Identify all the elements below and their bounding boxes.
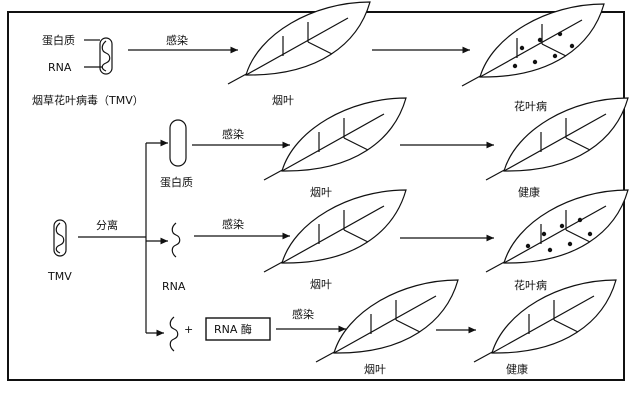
branch-rna: RNA 感染 烟叶 花叶病 [162,189,629,293]
tmv-virus-icon [99,37,113,75]
branch-rna-component: RNA [162,280,186,293]
plus-sign: + [184,323,193,336]
branch-protein-healthy-leaf-icon [485,97,629,181]
branch-rna-diseased-leaf-icon [485,189,629,273]
branch-protein-result: 健康 [518,185,540,199]
virus-label: 烟草花叶病毒（TMV） [32,93,144,107]
separate-label: 分离 [96,218,118,232]
branch-rnase-leaf-icon [315,279,459,363]
branch-rnase-result: 健康 [506,362,528,376]
top-row: 蛋白质 RNA 烟草花叶病毒（TMV） 感染 烟叶 花叶病 [32,1,605,113]
rna-helix-icon-2 [169,316,179,352]
branch-protein-infect: 感染 [222,127,244,141]
branch-rnase: + RNA 酶 感染 烟叶 健康 [169,279,617,376]
branch-rnase-leaf: 烟叶 [364,362,386,376]
tmv-label: TMV [47,270,72,283]
branch-protein-component: 蛋白质 [160,175,193,189]
branch-rna-mosaic-spots [525,217,593,253]
branch-protein: 蛋白质 感染 烟叶 健康 [160,97,629,199]
rnase-label: RNA 酶 [214,323,252,336]
result-label: 花叶病 [514,99,547,113]
diseased-leaf-icon [461,3,605,87]
tobacco-leaf-icon [227,1,371,85]
leaf-label: 烟叶 [272,93,294,107]
branch-protein-leaf: 烟叶 [310,185,332,199]
rnase-box [205,317,271,341]
infect-label: 感染 [166,33,188,47]
branch-rna-leaf-icon [263,189,407,273]
left-tmv: TMV 分离 [47,139,168,337]
rna-helix-icon [171,222,181,258]
tmv-virus-icon-2 [53,219,67,257]
branch-rna-leaf: 烟叶 [310,277,332,291]
branch-protein-leaf-icon [263,97,407,181]
protein-capsule-icon [169,119,187,167]
branch-rnase-infect: 感染 [292,307,314,321]
branch-rnase-healthy-leaf-icon [473,279,617,363]
branch-rna-result: 花叶病 [514,278,547,292]
branch-rna-infect: 感染 [222,217,244,231]
protein-label: 蛋白质 [42,33,75,47]
rna-label: RNA [48,61,72,74]
mosaic-spots [512,31,575,69]
